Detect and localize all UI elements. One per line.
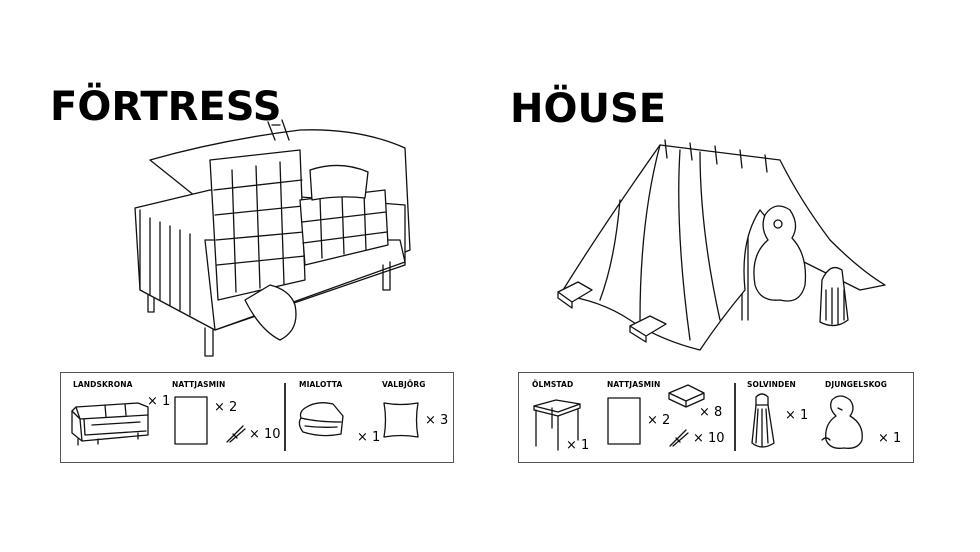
- house-parts-list: [518, 372, 914, 463]
- divider: [734, 383, 736, 451]
- pillow-icon: [383, 402, 419, 438]
- book-icon: [668, 384, 705, 408]
- quantity-landskrona: × 1: [147, 394, 171, 409]
- sheet-icon: [174, 396, 208, 445]
- fortress-parts-list: [60, 372, 454, 463]
- table-icon: [533, 399, 581, 451]
- part-name-olmstad: ÖLMSTAD: [532, 380, 574, 389]
- clothespin-icon: [669, 429, 689, 447]
- part-name-mialotta: MIALOTTA: [299, 380, 343, 389]
- house-title: HÖUSE: [510, 86, 667, 132]
- quantity-mialotta: × 1: [357, 430, 381, 445]
- quantity-nattjasmin: × 2: [214, 400, 238, 415]
- quantity-nattjasmin: × 2: [647, 413, 671, 428]
- part-name-landskrona: LANDSKRONA: [73, 380, 133, 389]
- teddy-bear-icon: [821, 395, 863, 449]
- part-name-nattjasmin: NATTJASMIN: [607, 380, 661, 389]
- quantity-valbjorg: × 3: [425, 413, 449, 428]
- blanket-icon: [298, 402, 344, 437]
- quantity-clothespin: × 10: [249, 427, 281, 442]
- quantity-book: × 8: [699, 405, 723, 420]
- sofa-icon: [71, 402, 149, 446]
- sheet-icon: [607, 397, 641, 445]
- quantity-olmstad: × 1: [566, 438, 590, 453]
- quantity-solvinden: × 1: [785, 408, 809, 423]
- divider: [284, 383, 286, 451]
- part-name-solvinden: SOLVINDEN: [747, 380, 796, 389]
- part-name-djungelskog: DJUNGELSKOG: [825, 380, 887, 389]
- quantity-djungelskog: × 1: [878, 431, 902, 446]
- quantity-clothespin: × 10: [693, 431, 725, 446]
- lantern-icon: [751, 393, 775, 448]
- part-name-valbjorg: VALBJÖRG: [382, 380, 426, 389]
- clothespin-icon: [226, 425, 246, 443]
- part-name-nattjasmin: NATTJASMIN: [172, 380, 226, 389]
- fortress-title: FÖRTRESS: [50, 84, 282, 130]
